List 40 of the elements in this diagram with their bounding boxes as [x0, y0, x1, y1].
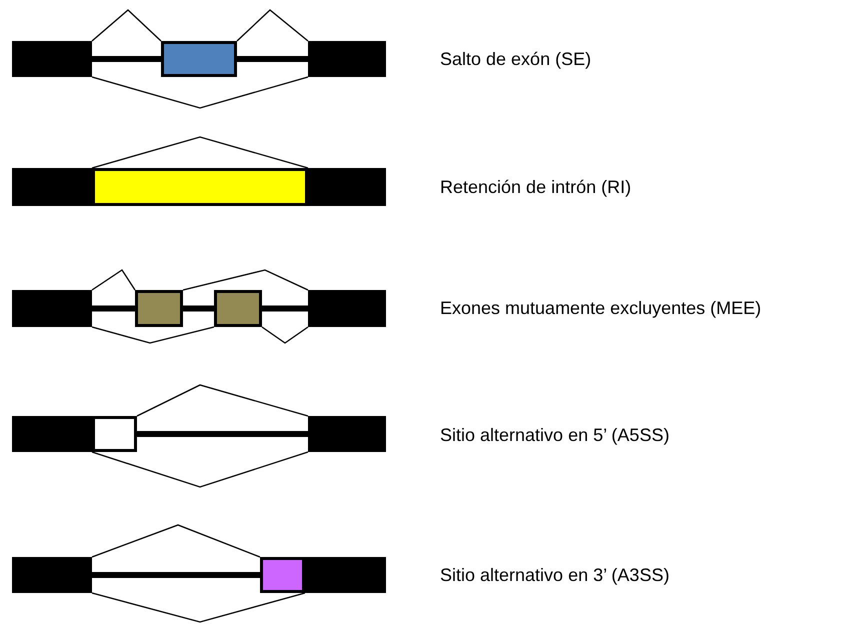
intron-line	[237, 56, 308, 62]
exon-box	[12, 557, 92, 593]
exon-box	[305, 557, 386, 593]
splice-line	[92, 9, 162, 42]
splice-line	[92, 592, 306, 623]
exon-box	[12, 290, 92, 327]
splice-line	[236, 9, 308, 42]
splice-line	[182, 269, 308, 291]
exon-box	[308, 168, 386, 206]
intron-line	[92, 56, 161, 62]
splice-line	[92, 269, 136, 291]
splicing-type-label: Exones mutuamente excluyentes (MEE)	[440, 297, 762, 319]
exon-box	[92, 416, 137, 452]
splicing-type-label: Sitio alternativo en 5’ (A5SS)	[440, 424, 670, 446]
splice-line	[92, 524, 260, 558]
splice-line	[92, 76, 308, 109]
intron-line	[92, 306, 135, 312]
exon-box	[308, 416, 386, 452]
splicing-type-label: Salto de exón (SE)	[440, 48, 592, 70]
exon-box	[135, 290, 183, 327]
exon-box	[92, 168, 308, 206]
exon-box	[260, 557, 305, 593]
exon-box	[214, 290, 262, 327]
exon-box	[12, 168, 92, 206]
splice-line	[92, 136, 308, 169]
splice-line	[136, 384, 308, 417]
exon-box	[12, 416, 92, 452]
splicing-type-label: Retención de intrón (RI)	[440, 176, 632, 198]
splice-line	[92, 451, 308, 488]
exon-box	[161, 41, 237, 77]
intron-line	[183, 306, 214, 312]
splice-line	[92, 326, 214, 344]
splice-line	[262, 326, 308, 344]
exon-box	[308, 290, 386, 327]
splicing-type-label: Sitio alternativo en 3’ (A3SS)	[440, 564, 670, 586]
intron-line	[137, 431, 308, 437]
exon-box	[12, 41, 92, 77]
exon-box	[308, 41, 386, 77]
intron-line	[92, 572, 260, 578]
intron-line	[262, 306, 308, 312]
